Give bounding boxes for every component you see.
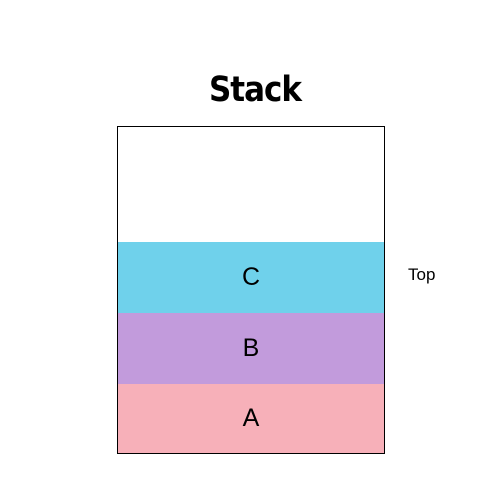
stack-item-b: B bbox=[118, 313, 384, 384]
diagram-title: Stack bbox=[208, 69, 302, 111]
stack-container: C B A bbox=[117, 126, 385, 454]
stack-item-a: A bbox=[118, 384, 384, 453]
top-pointer-label: Top bbox=[408, 265, 436, 284]
stack-item-c: C bbox=[118, 242, 384, 313]
